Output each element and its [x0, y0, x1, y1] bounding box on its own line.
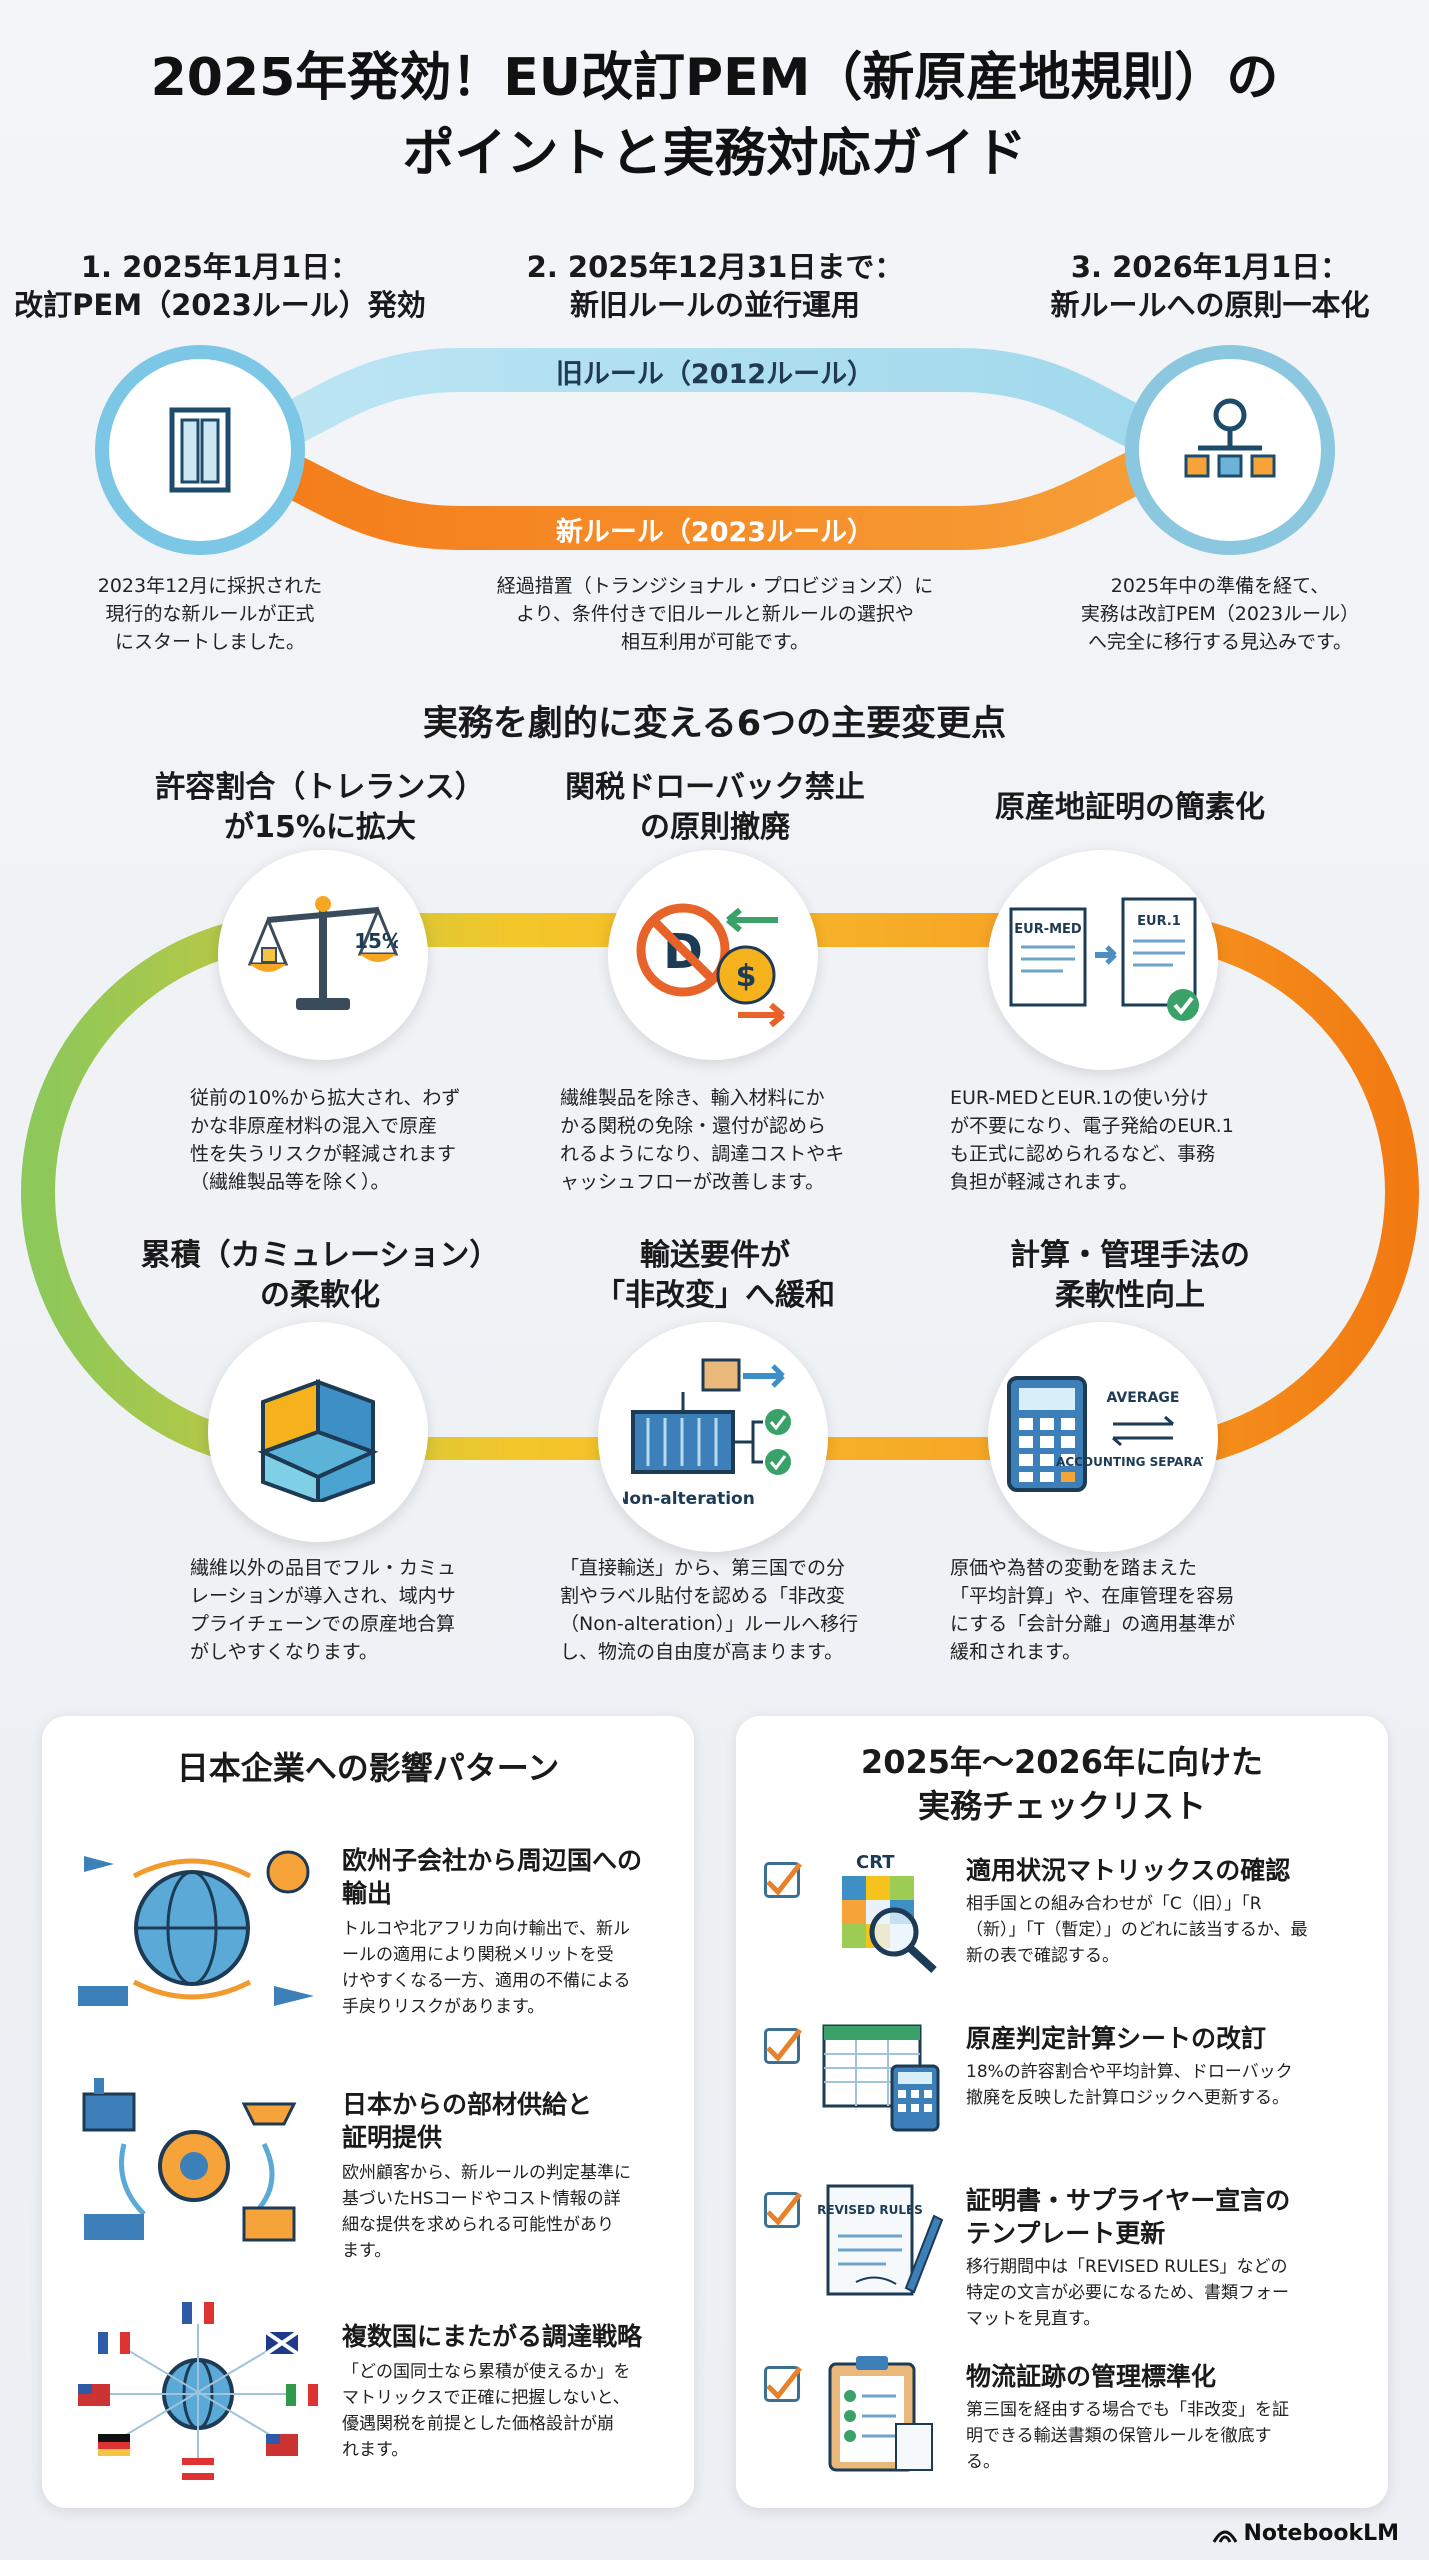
- impact-item-3: 複数国にまたがる調達戦略 「どの国同士なら累積が使えるか」を マトリックスで正確…: [342, 2322, 643, 2460]
- change-2-circle: D $: [608, 850, 818, 1060]
- checkmark-icon: [766, 2028, 802, 2062]
- change-3-title: 原産地証明の簡素化: [995, 790, 1265, 825]
- supply-parts-icon: [82, 2078, 297, 2242]
- impact-item-1: 欧州子会社から周辺国への 輸出 トルコや北アフリカ向け輸出で、新ル ールの適用に…: [342, 1846, 643, 2017]
- start-circle: [95, 345, 305, 555]
- page-title: 2025年発効！EU改訂PEM（新原産地規則）の ポイントと実務対応ガイド: [150, 48, 1279, 184]
- change-2-title: 関税ドローバック禁止 の原則撤廃: [565, 770, 865, 845]
- checklist-item-4: 物流証跡の管理標準化 第三国を経由する場合でも「非改変」を証 明できる輸送書類の…: [966, 2362, 1289, 2472]
- notebooklm-logo-icon: [1212, 2530, 1237, 2543]
- timeline-lanes: [95, 345, 1335, 555]
- eur1-text: EUR.1: [1137, 914, 1181, 929]
- change-6-circle: AVERAGE ACCOUNTING SEPARATION: [988, 1322, 1218, 1552]
- non-alteration-text: Non-alteration: [623, 1489, 755, 1509]
- revised-rules-document-icon: REVISED RULES: [817, 2184, 944, 2296]
- checklist-item-2: 原産判定計算シートの改訂 18%の許容割合や平均計算、ドローバック 撤廃を反映し…: [966, 2024, 1293, 2108]
- checklist-panel: 2025年〜2026年に向けた 実務チェックリスト CRT 適用状況マトリックス…: [736, 1716, 1388, 2508]
- door-icon: [169, 407, 231, 493]
- hierarchy-icon: [1184, 398, 1276, 478]
- impact-item-2: 日本からの部材供給と 証明提供 欧州顧客から、新ルールの判定基準に 基づいたHS…: [342, 2090, 631, 2261]
- change-1-title: 許容割合（トレランス） が15%に拡大: [155, 770, 485, 845]
- timeline-step-3-heading: 3. 2026年1月1日： 新ルールへの原則一本化: [1050, 250, 1370, 322]
- checkmark-icon: [766, 2366, 802, 2400]
- puzzle-icon: [257, 1379, 379, 1502]
- certificate-icon: EUR-MED EUR.1: [1009, 897, 1199, 1021]
- matrix-magnifier-icon: CRT: [842, 1852, 937, 1973]
- change-5-title: 輸送要件が 「非改変」へ緩和: [595, 1238, 835, 1313]
- notebooklm-logo: NotebookLM: [1212, 2521, 1399, 2546]
- eur-med-text: EUR-MED: [1014, 922, 1082, 937]
- matrix-crt-text: CRT: [856, 1852, 895, 1873]
- timeline-step-1-desc: 2023年12月に採択された 現行的な新ルールが正式 にスタートしました。: [97, 575, 323, 653]
- timeline-step-3-desc: 2025年中の準備を経て、 実務は改訂PEM（2023ルール） へ完全に移行する…: [1080, 575, 1360, 653]
- change-4-desc: 繊維以外の品目でフル・カミュ レーションが導入され、域内サ プライチェーンでの原…: [190, 1557, 457, 1663]
- tolerance-15-text: 15%: [354, 929, 398, 953]
- change-6-desc: 原価や為替の変動を踏まえた 「平均計算」や、在庫管理を容易 にする「会計分離」の…: [950, 1557, 1236, 1663]
- change-1-desc: 従前の10%から拡大され、わず かな非原産材料の混入で原産 性を失うリスクが軽減…: [190, 1087, 461, 1193]
- new-rule-label: 新ルール（2023ルール）: [555, 517, 875, 548]
- change-3-desc: EUR-MEDとEUR.1の使い分け が不要になり、電子発給のEUR.1 も正式…: [950, 1087, 1234, 1193]
- checklist-item-3: 証明書・サプライヤー宣言の テンプレート更新 移行期間中は「REVISED RU…: [966, 2186, 1291, 2329]
- impact-panel: 日本企業への影響パターン 欧州子会社から周辺国への 輸出 トルコや北アフリカ向け…: [42, 1716, 694, 2508]
- checkmark-icon: [766, 1862, 802, 1896]
- checklist-item-1: 適用状況マトリックスの確認 相手国との組み合わせが「C（旧）」「R （新）」「T…: [966, 1856, 1308, 1966]
- checkmark-icon: [766, 2192, 802, 2226]
- calculator-icon: AVERAGE ACCOUNTING SEPARATION: [1007, 1376, 1203, 1492]
- changes-section-title: 実務を劇的に変える6つの主要変更点: [422, 704, 1007, 744]
- no-drawback-icon: D $: [636, 903, 785, 1028]
- timeline-step-2-heading: 2. 2025年12月31日まで： 新旧ルールの並行運用: [526, 250, 904, 322]
- change-4-title: 累積（カミュレーション） の柔軟化: [140, 1238, 500, 1313]
- change-4-circle: [208, 1322, 428, 1542]
- svg-text:$: $: [736, 959, 757, 994]
- change-5-desc: 「直接輸送」から、第三国での分 割やラベル貼付を認める「非改変 （Non-alt…: [560, 1557, 859, 1663]
- old-rule-label: 旧ルール（2012ルール）: [555, 359, 875, 390]
- clipboard-checklist-icon: [828, 2356, 933, 2472]
- multi-country-flags-icon: [78, 2302, 318, 2480]
- spreadsheet-calculator-icon: [822, 2024, 940, 2132]
- accounting-separation-text: ACCOUNTING SEPARATION: [1056, 1455, 1203, 1469]
- timeline-step-2-desc: 経過措置（トランジショナル・プロビジョンズ）に より、条件付きで旧ルールと新ルー…: [496, 575, 934, 653]
- change-6-title: 計算・管理手法の 柔軟性向上: [1010, 1238, 1250, 1313]
- impact-panel-title: 日本企業への影響パターン: [176, 1749, 560, 1787]
- change-3-circle: EUR-MED EUR.1: [988, 850, 1218, 1070]
- shipping-container-icon: Non-alteration: [623, 1358, 791, 1509]
- change-5-circle: Non-alteration: [598, 1322, 828, 1552]
- revised-rules-text: REVISED RULES: [817, 2203, 923, 2217]
- scale-icon: 15%: [248, 896, 398, 1010]
- timeline-step-1-heading: 1. 2025年1月1日： 改訂PEM（2023ルール）発効: [14, 250, 426, 322]
- globe-export-icon: [78, 1850, 314, 2006]
- average-text: AVERAGE: [1107, 1390, 1180, 1406]
- checklist-panel-title: 2025年〜2026年に向けた 実務チェックリスト: [860, 1743, 1264, 1825]
- change-1-circle: 15%: [218, 850, 428, 1060]
- change-2-desc: 繊維製品を除き、輸入材料にか かる関税の免除・還付が認めら れるようになり、調達…: [560, 1087, 845, 1193]
